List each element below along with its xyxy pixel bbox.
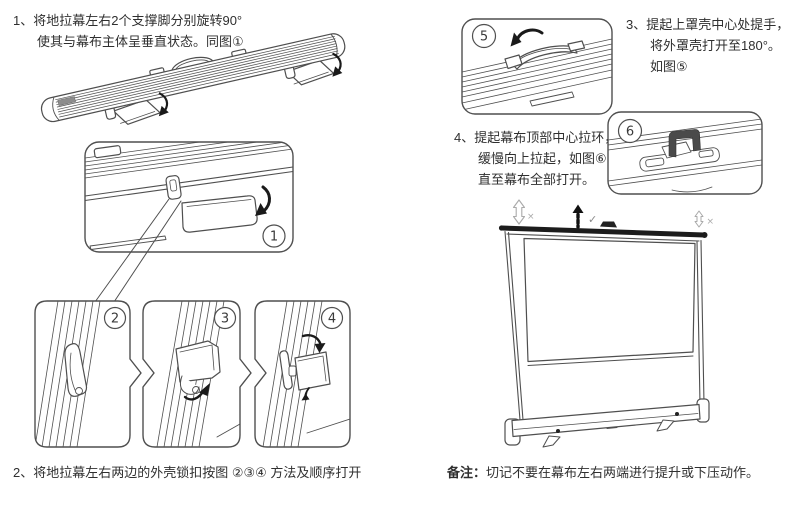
callout-leader-lines: [94, 198, 182, 303]
step4-line2: 缓慢向上拉起，如图⑥: [478, 151, 607, 166]
note-text: 备注：切记不要在幕布左右两端进行提升或下压动作。: [447, 462, 759, 483]
figure-1-label: 1: [270, 230, 278, 245]
note-body: 切记不要在幕布左右两端进行提升或下压动作。: [486, 465, 760, 480]
screen-frame: [504, 230, 705, 421]
step3-line2: 将外罩壳打开至180°。: [650, 38, 781, 53]
figure-2-label: 2: [111, 312, 119, 327]
step2-line1: 2、将地拉幕左右两边的外壳锁扣按图 ②③④ 方法及顺序打开: [13, 465, 362, 480]
carry-handle: [504, 40, 586, 70]
cross-mark-right: ×: [707, 217, 715, 227]
lift-here-arrow-icon: [572, 204, 584, 229]
step3-text: 3、提起上罩壳中心处提手， 将外罩壳打开至180°。 如图⑤: [626, 14, 789, 77]
figure-4-latch-open: 4: [254, 300, 351, 448]
case-hatch-lines: [462, 38, 612, 111]
do-not-lift-arrow-right-icon: [694, 210, 704, 228]
step1-line2: 使其与幕布主体呈垂直状态。同图①: [37, 34, 244, 49]
label-sticker: [57, 96, 76, 106]
step2-text: 2、将地拉幕左右两边的外壳锁扣按图 ②③④ 方法及顺序打开: [13, 462, 361, 483]
flip-arrow-icon: [510, 32, 522, 47]
step4-text: 4、提起幕布顶部中心拉环， 缓慢向上拉起，如图⑥ 直至幕布全部打开。: [454, 127, 617, 190]
step1-text: 1、将地拉幕左右2个支撑脚分别旋转90° 使其与幕布主体呈垂直状态。同图①: [13, 10, 244, 52]
rotate-arrow-icon: [255, 203, 267, 216]
note-label: 备注：: [447, 465, 487, 480]
figure-4-label: 4: [328, 312, 336, 327]
figure-5-handle-detail: 5: [461, 18, 613, 115]
open-arrow-icon: [199, 383, 210, 396]
step3-line3: 如图⑤: [650, 59, 688, 74]
pull-ring: [668, 129, 701, 158]
step3-line1: 3、提起上罩壳中心处提手，: [626, 17, 790, 32]
bar-hatch-lines: [55, 35, 339, 118]
do-not-lift-arrow-left-icon: [512, 199, 526, 225]
cross-mark-left: ×: [527, 212, 535, 222]
open-arrow-icon: [314, 343, 326, 353]
step4-line1: 4、提起幕布顶部中心拉环，: [454, 130, 618, 145]
screen-top-bar: [502, 225, 704, 238]
step4-line3: 直至幕布全部打开。: [478, 172, 596, 187]
case-latch: [165, 175, 182, 200]
figure-1-number-circle: [262, 224, 286, 248]
figure-6-pull-ring-detail: 6: [607, 111, 763, 195]
figure-3-latch-opening: 3: [142, 300, 252, 448]
figure-1-foot-rotation-detail: 1: [84, 141, 294, 253]
screen-surface: [523, 237, 696, 363]
screen-base: [504, 398, 710, 448]
check-mark: ✓: [588, 213, 597, 226]
figure-2-latch-closed: 2: [34, 300, 142, 448]
step1-line1: 1、将地拉幕左右2个支撑脚分别旋转90°: [13, 13, 243, 28]
figure-6-label: 6: [626, 125, 634, 140]
opened-screen-illustration: × × ✓: [498, 199, 715, 448]
closed-case-bar-illustration: [40, 33, 346, 125]
figure-3-label: 3: [221, 312, 229, 327]
foot-rotate-arrow-icon: [158, 52, 343, 117]
figure-5-label: 5: [480, 30, 488, 45]
